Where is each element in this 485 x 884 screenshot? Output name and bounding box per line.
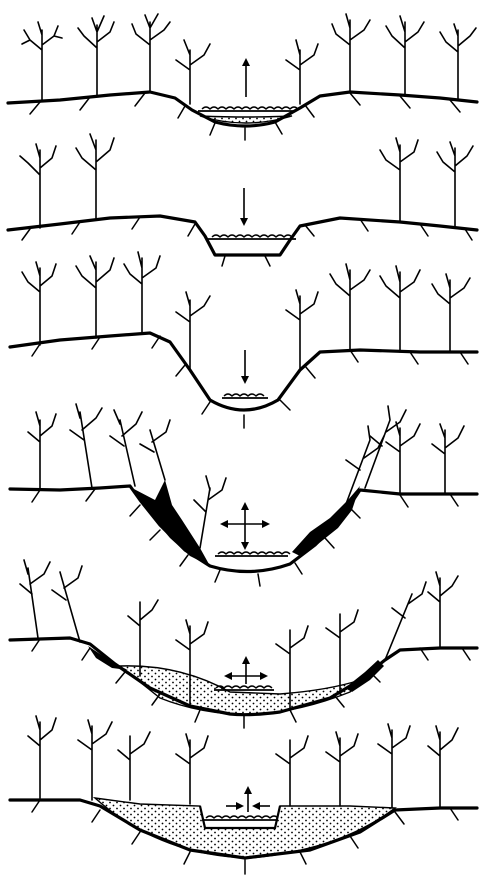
stage-4-right-slump (292, 486, 360, 556)
stage-5-water-waves (216, 686, 272, 688)
stage-1-trees (22, 14, 476, 104)
stage-6-panel (10, 716, 477, 874)
stage-6-trees (28, 716, 458, 808)
stage-3-down-arrow (241, 350, 249, 384)
stage-1-water-waves (202, 107, 298, 109)
stage-4-left-slump (132, 480, 210, 566)
stage-2-trees (20, 134, 473, 228)
stage-4-trees (28, 404, 464, 548)
stage-3-panel (10, 252, 477, 428)
stage-4-multi-arrow (220, 502, 270, 550)
stage-1-panel (8, 14, 477, 140)
stage-3-water-waves (224, 394, 264, 396)
stage-4-water-waves (218, 552, 290, 554)
stage-2-ground-hatching (22, 217, 472, 266)
stage-6-multi-arrow (226, 786, 270, 812)
stage-5-panel (10, 560, 477, 728)
stage-2-water-waves (212, 235, 292, 237)
stage-5-multi-arrow (224, 656, 268, 684)
stage-6-water-waves (206, 816, 278, 818)
stage-2-down-arrow (240, 188, 248, 226)
stage-2-panel (8, 134, 477, 266)
stage-4-ground (10, 486, 477, 572)
stage-1-up-arrow (242, 58, 250, 97)
stage-4-panel (10, 404, 477, 586)
